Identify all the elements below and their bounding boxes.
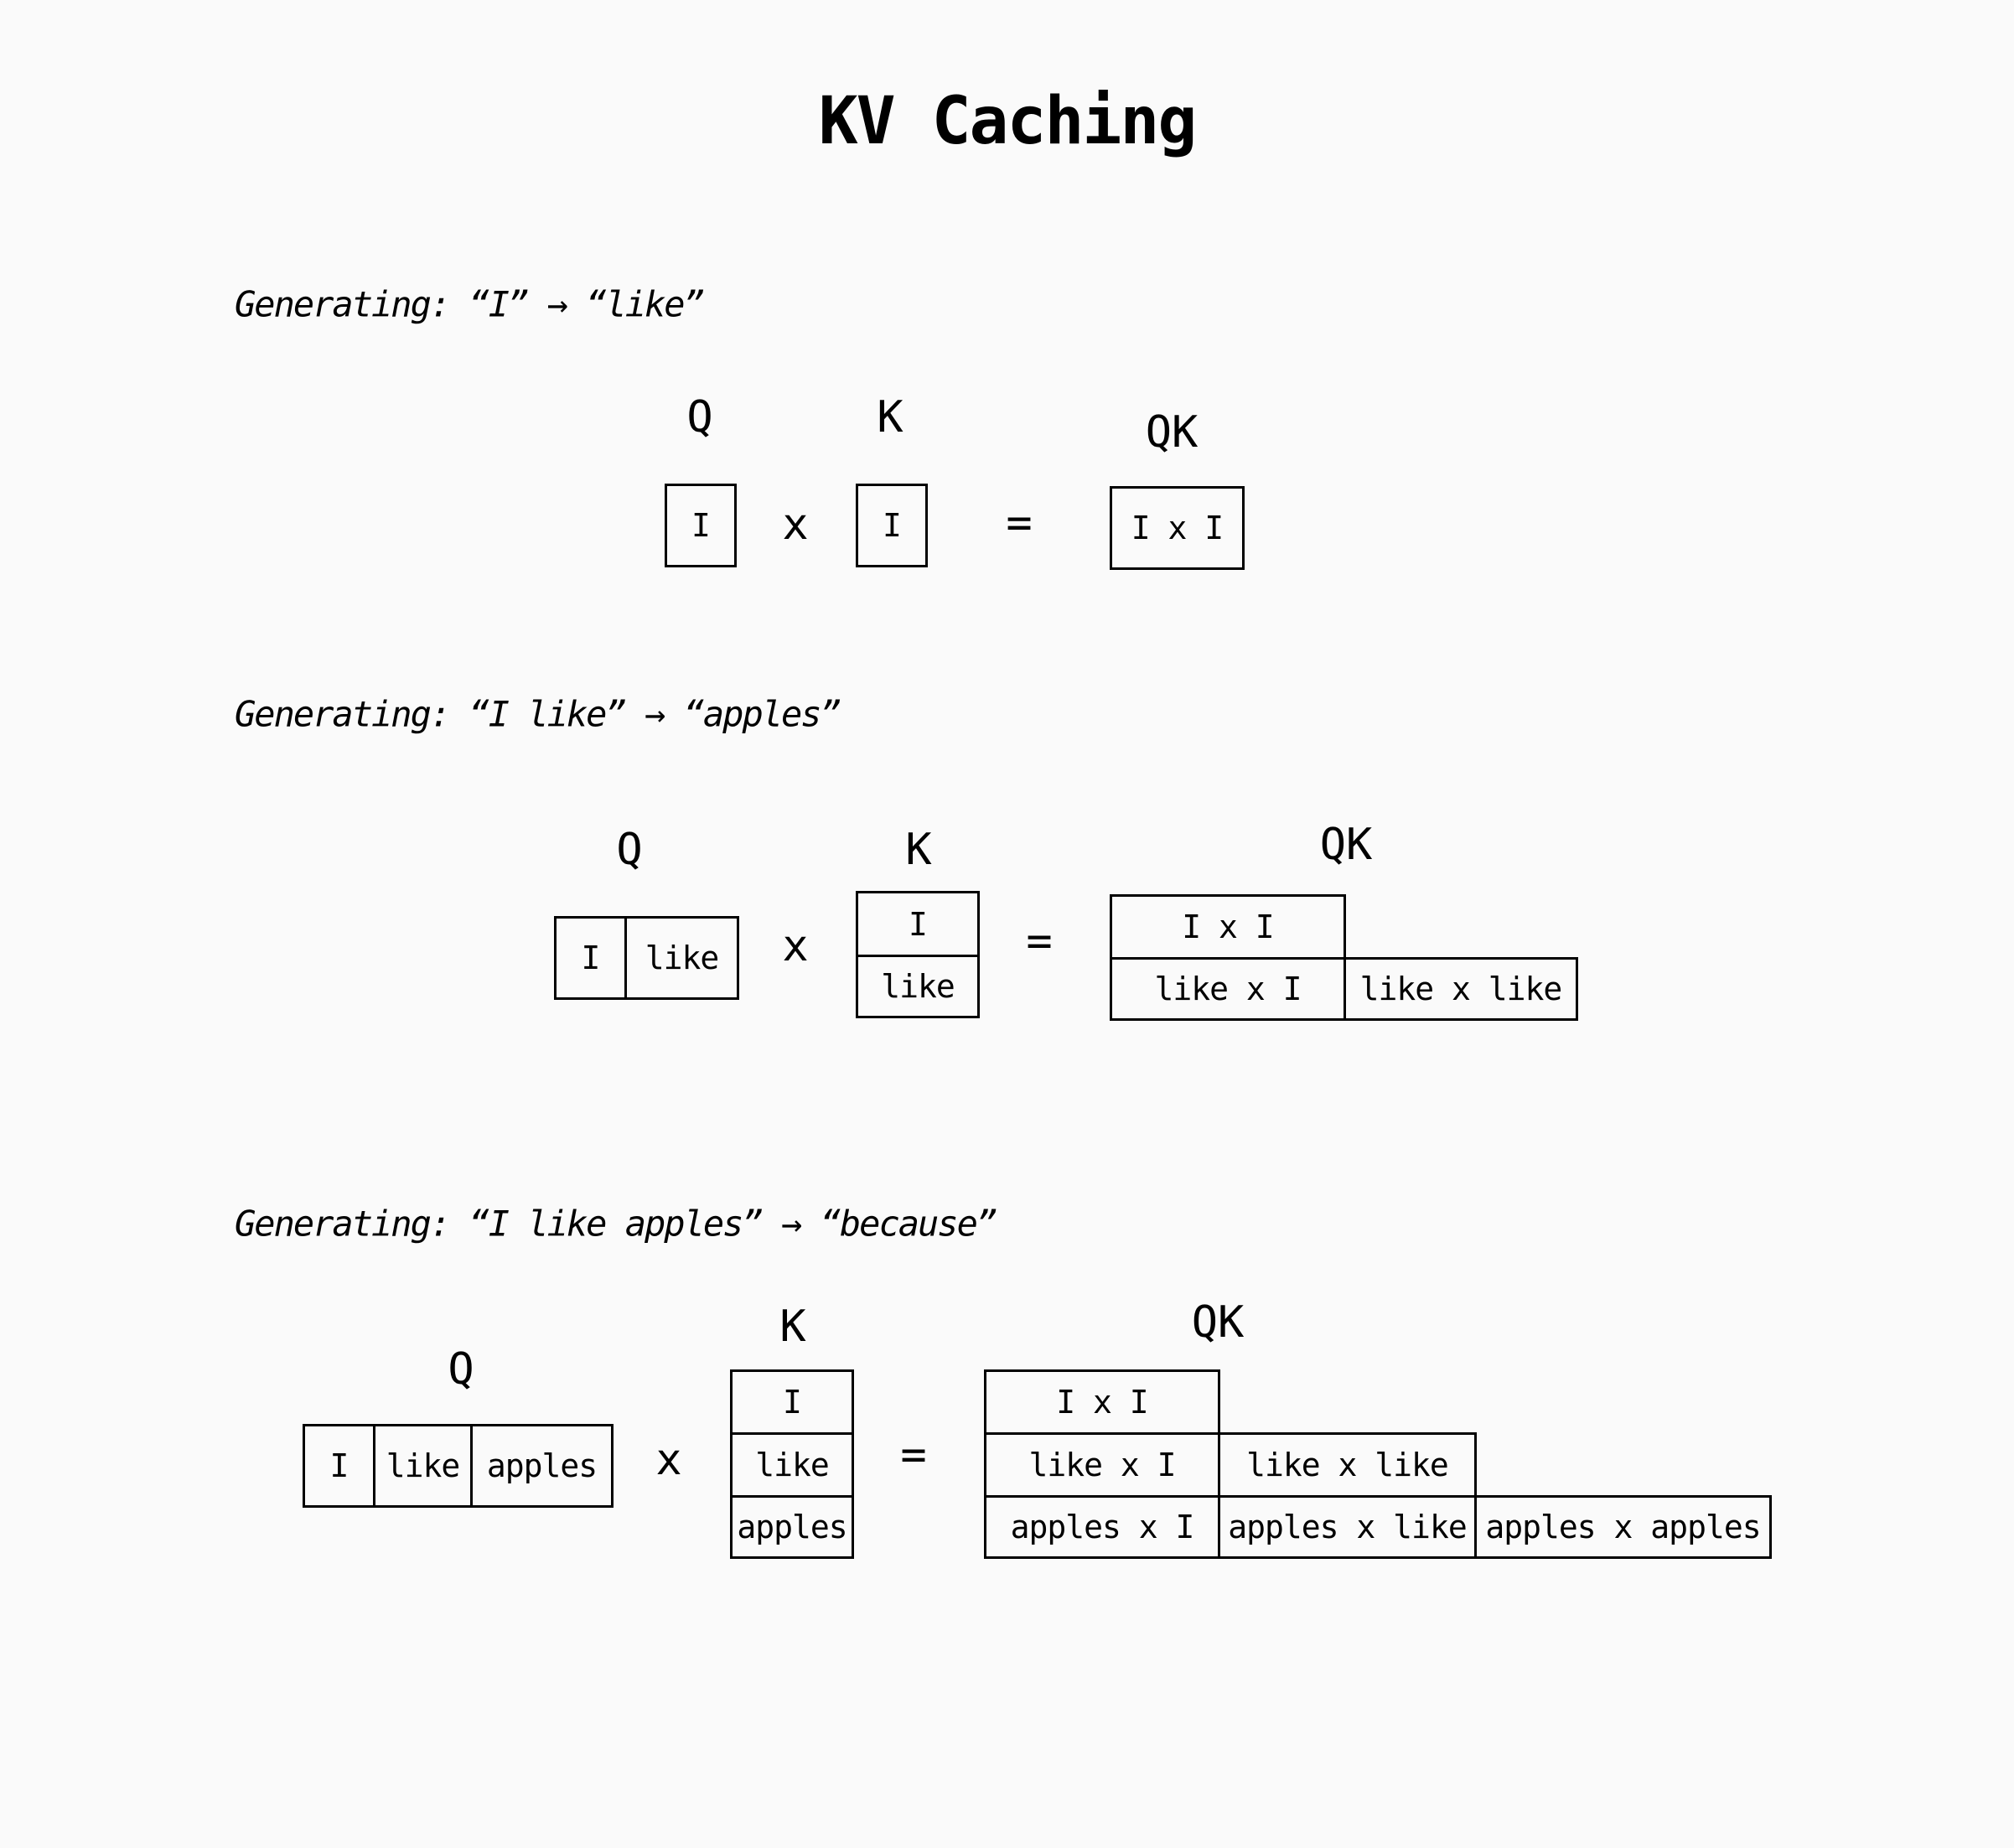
k-cell: like	[856, 955, 980, 1018]
q-cell: I	[665, 484, 737, 567]
k-cell: like	[730, 1432, 854, 1498]
q-cell: apples	[470, 1424, 614, 1508]
q-label: Q	[616, 825, 643, 875]
qk-cell: I x I	[1110, 486, 1245, 570]
qk-cell: like x I	[984, 1432, 1220, 1498]
qk-cell: I x I	[1110, 894, 1346, 960]
k-label: K	[905, 825, 932, 875]
multiply-sign: x	[782, 500, 809, 550]
step-caption: Generating: “I like apples” → “because”	[235, 1203, 997, 1245]
qk-cell: apples x I	[984, 1495, 1220, 1559]
q-cell: I	[554, 916, 627, 1000]
equals-sign: =	[1006, 498, 1033, 548]
qk-cell: apples x like	[1218, 1495, 1477, 1559]
q-cell: like	[624, 916, 739, 1000]
q-cell: I	[303, 1424, 375, 1508]
k-cell: I	[730, 1369, 854, 1435]
k-cell: I	[856, 891, 980, 957]
k-cell: I	[856, 484, 928, 567]
step-caption: Generating: “I like” → “apples”	[235, 693, 841, 735]
qk-label: QK	[1319, 820, 1373, 870]
page-title: KV Caching	[818, 84, 1198, 159]
q-label: Q	[448, 1344, 474, 1395]
qk-cell: apples x apples	[1474, 1495, 1772, 1559]
step-caption: Generating: “I” → “like”	[235, 283, 705, 325]
qk-cell: like x like	[1344, 957, 1578, 1021]
k-label: K	[779, 1302, 806, 1352]
q-label: Q	[686, 392, 713, 443]
qk-label: QK	[1145, 407, 1199, 458]
multiply-sign: x	[655, 1435, 682, 1485]
qk-cell: like x I	[1110, 957, 1346, 1021]
qk-cell: I x I	[984, 1369, 1220, 1435]
qk-cell: like x like	[1218, 1432, 1477, 1498]
k-cell: apples	[730, 1495, 854, 1559]
qk-label: QK	[1191, 1297, 1245, 1348]
q-cell: like	[373, 1424, 473, 1508]
multiply-sign: x	[782, 921, 809, 971]
k-label: K	[877, 392, 903, 443]
equals-sign: =	[900, 1430, 927, 1480]
equals-sign: =	[1026, 916, 1053, 966]
